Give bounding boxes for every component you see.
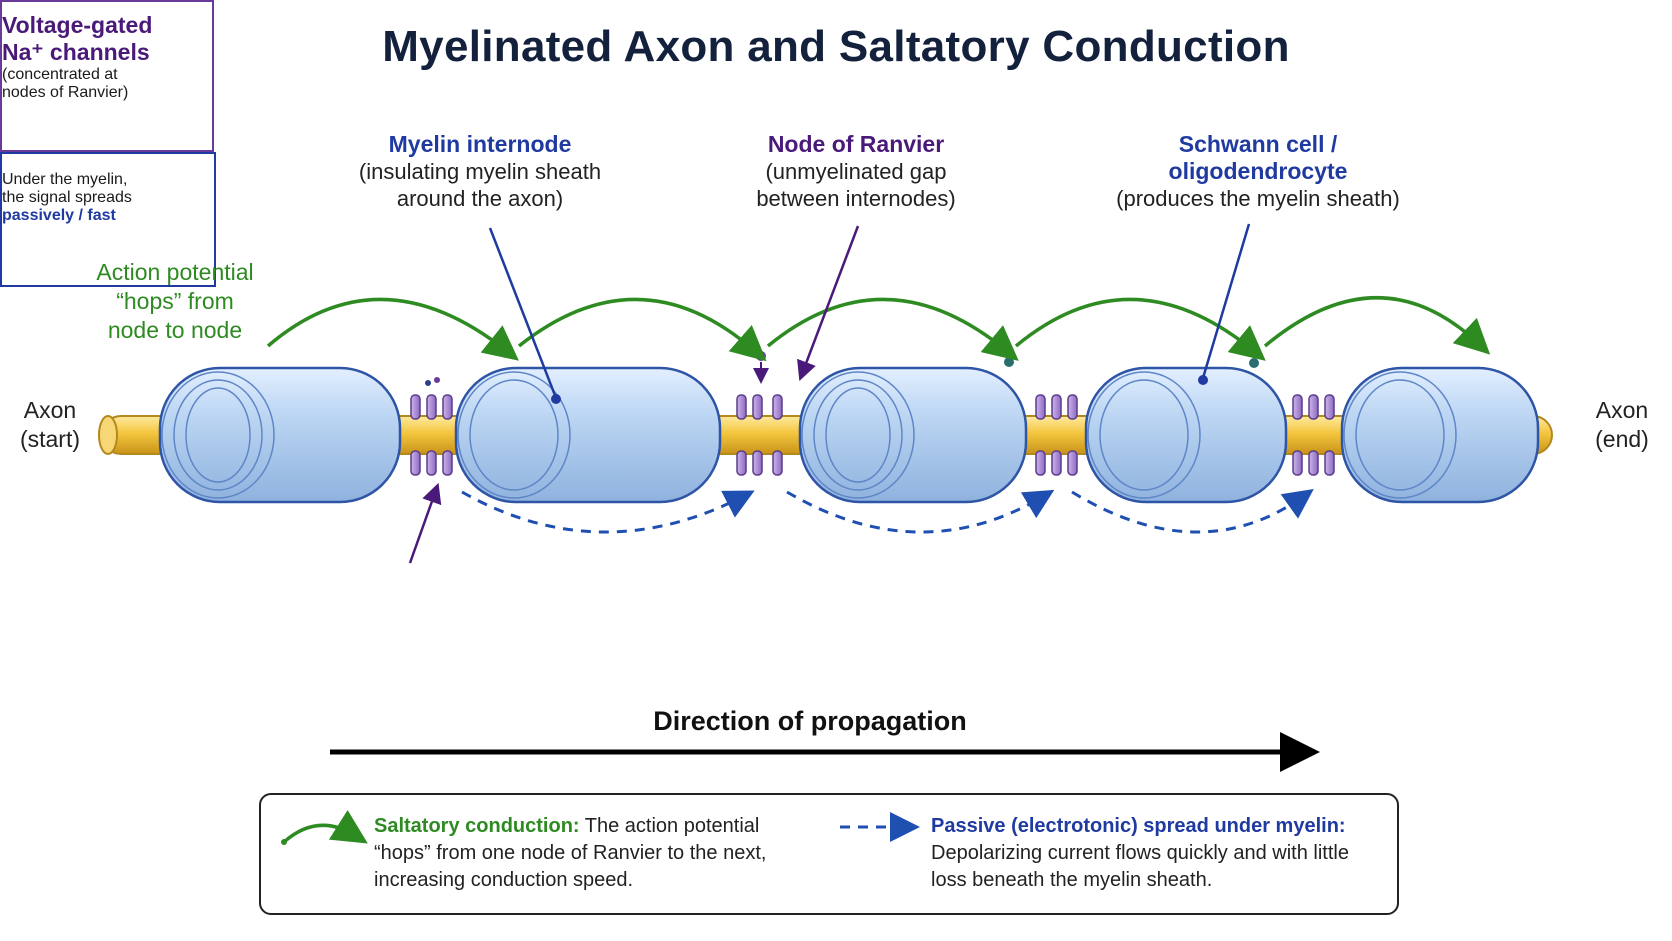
na-box-line: (concentrated at (2, 66, 118, 83)
myelin-internode-heading: Myelin internode (388, 131, 572, 157)
myelin-segment (454, 366, 722, 504)
axon-end-label: Axon (end) (1584, 396, 1660, 454)
under-box-emphasis: passively / fast (2, 207, 116, 224)
node-of-ranvier-line: (unmyelinated gap (765, 159, 947, 184)
legend-passive-line: loss beneath the myelin sheath. (931, 869, 1213, 891)
myelin-internode-line: around the axon) (396, 186, 564, 211)
node-of-ranvier-heading: Node of Ranvier (767, 131, 945, 157)
myelin-segment (798, 366, 1028, 504)
na-channels-box: Voltage-gated Na⁺ channels (concentrated… (0, 0, 214, 152)
axon-end-line: (end) (1595, 426, 1649, 452)
myelin-segment (158, 366, 402, 504)
action-potential-line: Action potential (96, 259, 254, 285)
myelin-segment (1084, 366, 1288, 504)
legend-saltatory-icon (282, 809, 368, 844)
na-box-heading: Voltage-gated (2, 12, 153, 38)
na-box-heading: Na⁺ channels (2, 39, 150, 65)
myelin-internodes (158, 366, 1540, 504)
diagram-title: Myelinated Axon and Saltatory Conduction (382, 22, 1290, 71)
legend-saltatory-text: Saltatory conduction: The action potenti… (374, 813, 794, 894)
direction-label: Direction of propagation (653, 706, 967, 736)
label-pointers (408, 223, 1251, 564)
legend-saltatory-title: Saltatory conduction: (374, 815, 580, 837)
legend-saltatory-line: increasing conduction speed. (374, 869, 634, 891)
legend-passive-title: Passive (electrotonic) spread under myel… (931, 815, 1346, 837)
legend-passive-text: Passive (electrotonic) spread under myel… (931, 813, 1381, 894)
axon-end-line: Axon (1595, 397, 1649, 423)
axon-start-label: Axon (start) (12, 396, 88, 454)
schwann-cell-label: Schwann cell / oligodendrocyte (produces… (1098, 131, 1418, 212)
node-of-ranvier-line: between internodes) (756, 186, 956, 211)
node-of-ranvier-label: Node of Ranvier (unmyelinated gap betwee… (726, 131, 986, 212)
axon-start-line: Axon (23, 397, 77, 423)
passive-arrows (461, 489, 1314, 534)
action-potential-line: node to node (107, 317, 243, 343)
saltatory-arrows (266, 296, 1491, 362)
na-box-line: nodes of Ranvier) (2, 84, 129, 101)
under-box-line: Under the myelin, (2, 171, 128, 188)
legend-saltatory-line: The action potential (579, 815, 760, 837)
passive-spread-box: Under the myelin, the signal spreads pas… (0, 152, 216, 287)
na-channels (410, 394, 1335, 476)
myelin-segment (1340, 366, 1540, 504)
schwann-cell-heading: Schwann cell / (1178, 131, 1338, 157)
axon-start-line: (start) (19, 426, 81, 452)
schwann-cell-heading: oligodendrocyte (1168, 158, 1348, 184)
action-potential-label: Action potential “hops” from node to nod… (70, 258, 280, 345)
myelin-internode-line: (insulating myelin sheath (358, 159, 602, 184)
legend-saltatory-line: “hops” from one node of Ranvier to the n… (374, 842, 767, 864)
myelin-internode-label: Myelin internode (insulating myelin shea… (330, 131, 630, 212)
legend-passive-line: Depolarizing current flows quickly and w… (931, 842, 1349, 864)
action-potential-line: “hops” from (116, 288, 234, 314)
legend-box: Saltatory conduction: The action potenti… (259, 793, 1399, 915)
legend-saltatory-dot (281, 839, 287, 845)
schwann-cell-line: (produces the myelin sheath) (1116, 186, 1400, 211)
under-box-line: the signal spreads (2, 189, 132, 206)
